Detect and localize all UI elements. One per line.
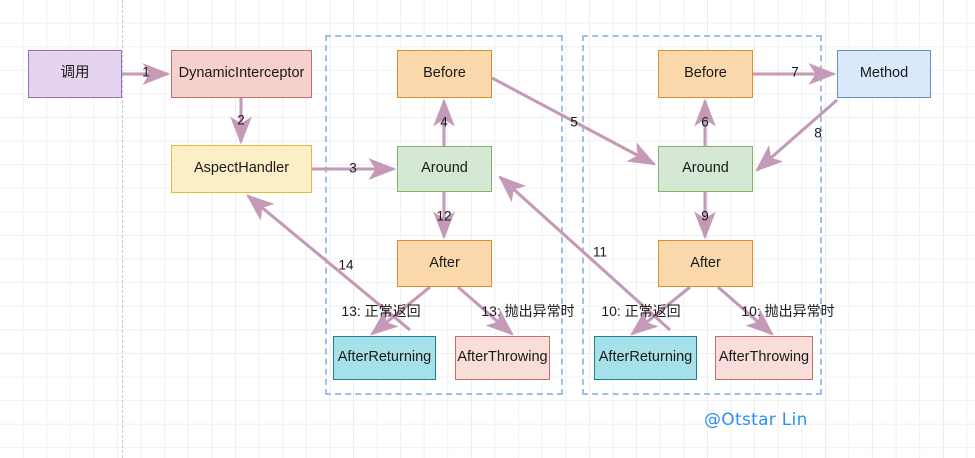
edge-label-4: 4: [440, 114, 448, 130]
edge-label-6: 6: [701, 114, 709, 130]
aspect-group-outer: [582, 35, 822, 395]
edge-label-5: 5: [570, 114, 578, 130]
watermark: @Otstar Lin: [704, 410, 808, 430]
edge-8: [755, 98, 839, 172]
edge-label-13-returning: 13: 正常返回: [341, 303, 421, 319]
edge-label-14: 14: [338, 257, 354, 273]
edge-label-13-throwing: 13: 抛出异常时: [481, 303, 575, 319]
edge-13-returning: [370, 285, 431, 336]
node-before-inner-label: Before: [423, 65, 466, 82]
page-break-divider: [122, 0, 123, 458]
edge-label-1: 1: [142, 64, 150, 80]
node-call-label: 调用: [60, 65, 90, 82]
node-before-inner[interactable]: Before: [397, 50, 492, 98]
edge-13-throwing: [456, 285, 514, 336]
node-call[interactable]: 调用: [28, 50, 122, 98]
edge-label-10-returning: 10: 正常返回: [601, 303, 681, 319]
edge-label-12: 12: [436, 208, 452, 224]
node-after-inner[interactable]: After: [397, 240, 492, 287]
edge-label-9: 9: [701, 208, 709, 224]
edge-10-throwing: [716, 285, 774, 336]
node-after-returning-inner-label: AfterReturning: [337, 349, 432, 366]
node-method[interactable]: Method: [837, 50, 931, 98]
node-after-inner-label: After: [429, 254, 460, 271]
edge-label-3: 3: [349, 160, 357, 176]
node-before-outer[interactable]: Before: [658, 50, 753, 98]
node-after-throwing-outer-label: AfterThrowing: [718, 349, 810, 366]
node-after-throwing-outer[interactable]: AfterThrowing: [715, 336, 813, 380]
node-after-outer[interactable]: After: [658, 240, 753, 287]
node-after-throwing-inner[interactable]: AfterThrowing: [455, 336, 550, 380]
edge-10-returning: [630, 285, 691, 336]
node-dynamic-interceptor[interactable]: DynamicInterceptor: [171, 50, 312, 98]
node-after-returning-outer-label: AfterReturning: [598, 349, 693, 366]
edge-11: [498, 175, 672, 332]
node-after-outer-label: After: [690, 254, 721, 271]
node-after-returning-inner[interactable]: AfterReturning: [333, 336, 436, 380]
aspect-group-inner: [325, 35, 563, 395]
node-around-outer-label: Around: [682, 160, 729, 177]
node-aspect-handler-label: AspectHandler: [193, 160, 290, 177]
edge-label-10-throwing: 10: 抛出异常时: [741, 303, 835, 319]
edge-label-8: 8: [814, 125, 822, 141]
edge-14: [246, 194, 411, 332]
node-method-label: Method: [859, 65, 909, 82]
node-around-inner-label: Around: [421, 160, 468, 177]
edge-label-7: 7: [791, 64, 799, 80]
edge-label-11: 11: [592, 244, 608, 260]
node-around-inner[interactable]: Around: [397, 146, 492, 192]
node-aspect-handler[interactable]: AspectHandler: [171, 145, 312, 193]
node-around-outer[interactable]: Around: [658, 146, 753, 192]
edge-5: [491, 76, 657, 166]
node-after-throwing-inner-label: AfterThrowing: [457, 349, 548, 366]
node-dynamic-interceptor-label: DynamicInterceptor: [178, 65, 305, 82]
node-after-returning-outer[interactable]: AfterReturning: [594, 336, 697, 380]
node-before-outer-label: Before: [684, 65, 727, 82]
edge-label-2: 2: [237, 112, 245, 128]
